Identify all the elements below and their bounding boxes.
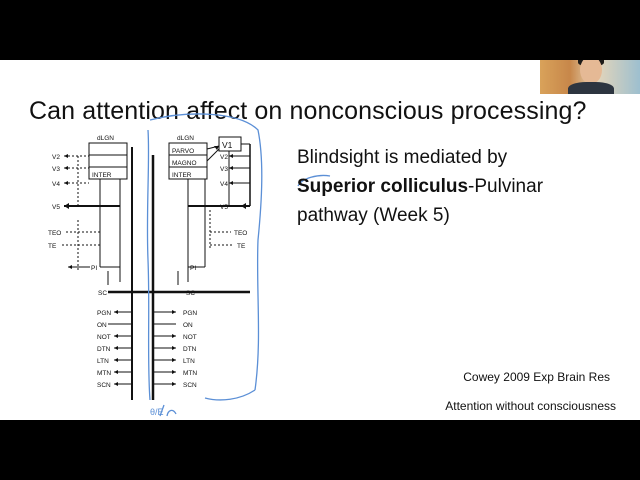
left-v2: V2 xyxy=(52,154,60,161)
slide-title: Can attention affect on nonconscious pro… xyxy=(29,97,587,125)
left-on: ON xyxy=(97,322,107,329)
presenter-webcam-thumbnail[interactable] xyxy=(540,60,640,94)
right-lgn-title: dLGN xyxy=(177,135,194,142)
right-v5: V5 xyxy=(220,204,228,211)
right-v2: V2 xyxy=(220,154,228,161)
right-sc: SC xyxy=(186,290,195,297)
left-v4: V4 xyxy=(52,181,60,188)
presenter-shirt xyxy=(568,82,614,94)
body-line-3: pathway (Week 5) xyxy=(297,205,450,226)
body-line-1: Blindsight is mediated by xyxy=(297,147,508,168)
right-v1: V1 xyxy=(222,140,233,150)
body-line-2-rest: -Pulvinar xyxy=(468,176,544,197)
right-mtn: MTN xyxy=(183,370,197,377)
right-scn: SCN xyxy=(183,382,197,389)
right-te: TE xyxy=(237,243,246,250)
left-scn: SCN xyxy=(97,382,111,389)
right-pi: PI xyxy=(190,265,196,272)
right-pgn: PGN xyxy=(183,310,197,317)
right-on: ON xyxy=(183,322,193,329)
right-ltn: LTN xyxy=(183,358,195,365)
presentation-slide: Can attention affect on nonconscious pro… xyxy=(0,60,640,420)
right-lgn-inter: INTER xyxy=(172,172,192,179)
left-not: NOT xyxy=(97,334,111,341)
left-v3: V3 xyxy=(52,166,60,173)
left-teo: TEO xyxy=(48,230,61,237)
handwritten-note: θ/E xyxy=(150,407,164,417)
right-not: NOT xyxy=(183,334,197,341)
left-lgn-title: dLGN xyxy=(97,135,114,142)
right-v3: V3 xyxy=(220,166,228,173)
visual-pathway-diagram: dLGN INTER V2 V3 V4 V5 TEO TE PI SC PGN … xyxy=(48,113,331,417)
slide-subtitle: Attention without consciousness xyxy=(445,399,616,413)
left-pi: PI xyxy=(91,265,97,272)
body-bold-term: Superior colliculus xyxy=(297,176,469,197)
left-pgn: PGN xyxy=(97,310,111,317)
slide-citation: Cowey 2009 Exp Brain Res xyxy=(463,370,610,384)
body-line-2: Superior colliculus-Pulvinar xyxy=(297,172,597,201)
left-lgn-inter: INTER xyxy=(92,172,112,179)
left-sc: SC xyxy=(98,290,107,297)
left-dtn: DTN xyxy=(97,346,111,353)
left-lgn-box xyxy=(88,142,128,180)
slide-body: Blindsight is mediated by Superior colli… xyxy=(297,143,597,230)
presenter-face xyxy=(580,60,602,84)
right-lgn-parvo: PARVO xyxy=(172,148,194,155)
left-ltn: LTN xyxy=(97,358,109,365)
right-teo: TEO xyxy=(234,230,247,237)
right-lgn-magno: MAGNO xyxy=(172,160,197,167)
left-v5: V5 xyxy=(52,204,60,211)
left-mtn: MTN xyxy=(97,370,111,377)
handwritten-annotation xyxy=(146,113,331,417)
right-v4: V4 xyxy=(220,181,228,188)
right-dtn: DTN xyxy=(183,346,197,353)
left-te: TE xyxy=(48,243,57,250)
